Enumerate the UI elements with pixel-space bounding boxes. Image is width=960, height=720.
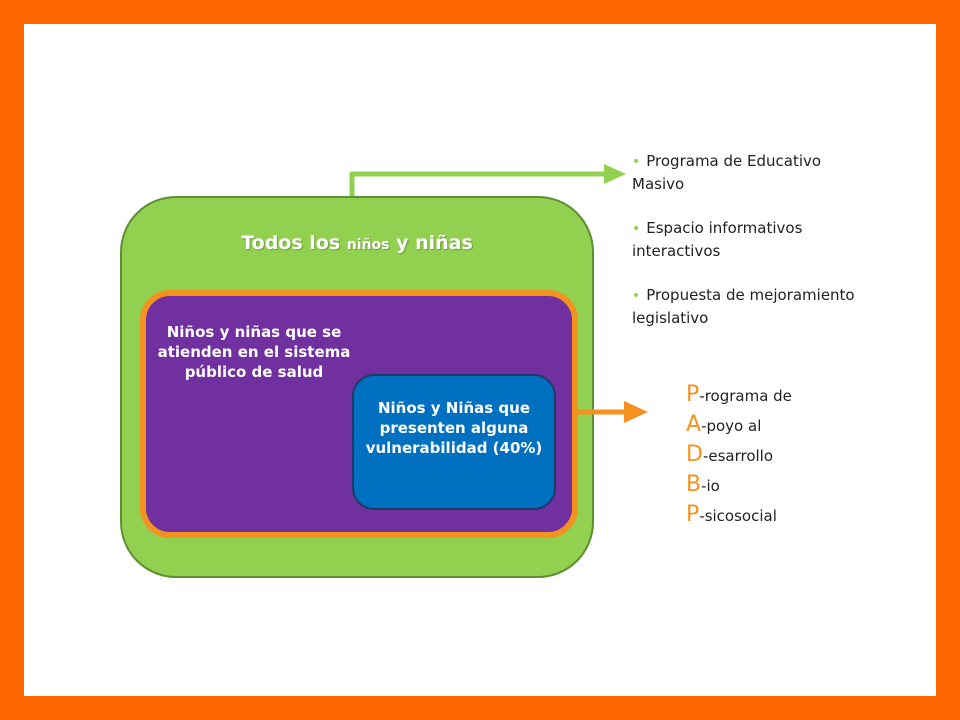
acronym-rest: -rograma de — [699, 387, 792, 405]
program-item-label: Propuesta de mejoramiento legislativo — [632, 286, 855, 327]
acronym-row: P-rograma de — [686, 380, 886, 410]
vulnerable-children-box: Niños y Niñas que presenten alguna vulne… — [352, 374, 556, 510]
acronym-letter: D — [686, 442, 703, 467]
program-item: •Propuesta de mejoramiento legislativo — [632, 284, 872, 329]
program-item: •Espacio informativos interactivos — [632, 217, 872, 262]
all-children-title: Todos los niños y niñas — [122, 232, 592, 254]
program-item-label: Espacio informativos interactivos — [632, 219, 803, 260]
acronym-row: D-esarrollo — [686, 440, 886, 470]
acronym-letter: P — [686, 502, 700, 527]
orange-arrowhead — [624, 401, 648, 423]
program-item-label: Programa de Educativo Masivo — [632, 152, 822, 193]
acronym-rest: -poyo al — [701, 417, 762, 435]
program-list: •Programa de Educativo Masivo •Espacio i… — [632, 150, 872, 351]
public-health-label: Niños y niñas que se atienden en el sist… — [157, 323, 351, 381]
acronym-rest: -io — [701, 477, 720, 495]
bullet-icon: • — [632, 154, 641, 170]
acronym-rest: -sicosocial — [699, 507, 777, 525]
padbp-acronym: P-rograma de A-poyo al D-esarrollo B-io … — [686, 380, 886, 530]
acronym-row: B-io — [686, 470, 886, 500]
acronym-letter: B — [686, 472, 702, 497]
acronym-row: P-sicosocial — [686, 500, 886, 530]
all-children-title-part1: Todos los — [241, 232, 341, 254]
acronym-row: A-poyo al — [686, 410, 886, 440]
acronym-rest: -esarrollo — [702, 447, 774, 465]
program-item: •Programa de Educativo Masivo — [632, 150, 872, 195]
bullet-icon: • — [632, 221, 641, 237]
bullet-icon: • — [632, 288, 641, 304]
acronym-letter: A — [686, 412, 702, 437]
acronym-letter: P — [686, 382, 700, 407]
green-connector-arrow — [349, 171, 608, 196]
all-children-title-small: niños — [346, 237, 390, 253]
vulnerable-children-label: Niños y Niñas que presenten alguna vulne… — [365, 399, 543, 457]
green-arrowhead — [604, 164, 626, 184]
all-children-title-part2: y niñas — [396, 232, 473, 254]
